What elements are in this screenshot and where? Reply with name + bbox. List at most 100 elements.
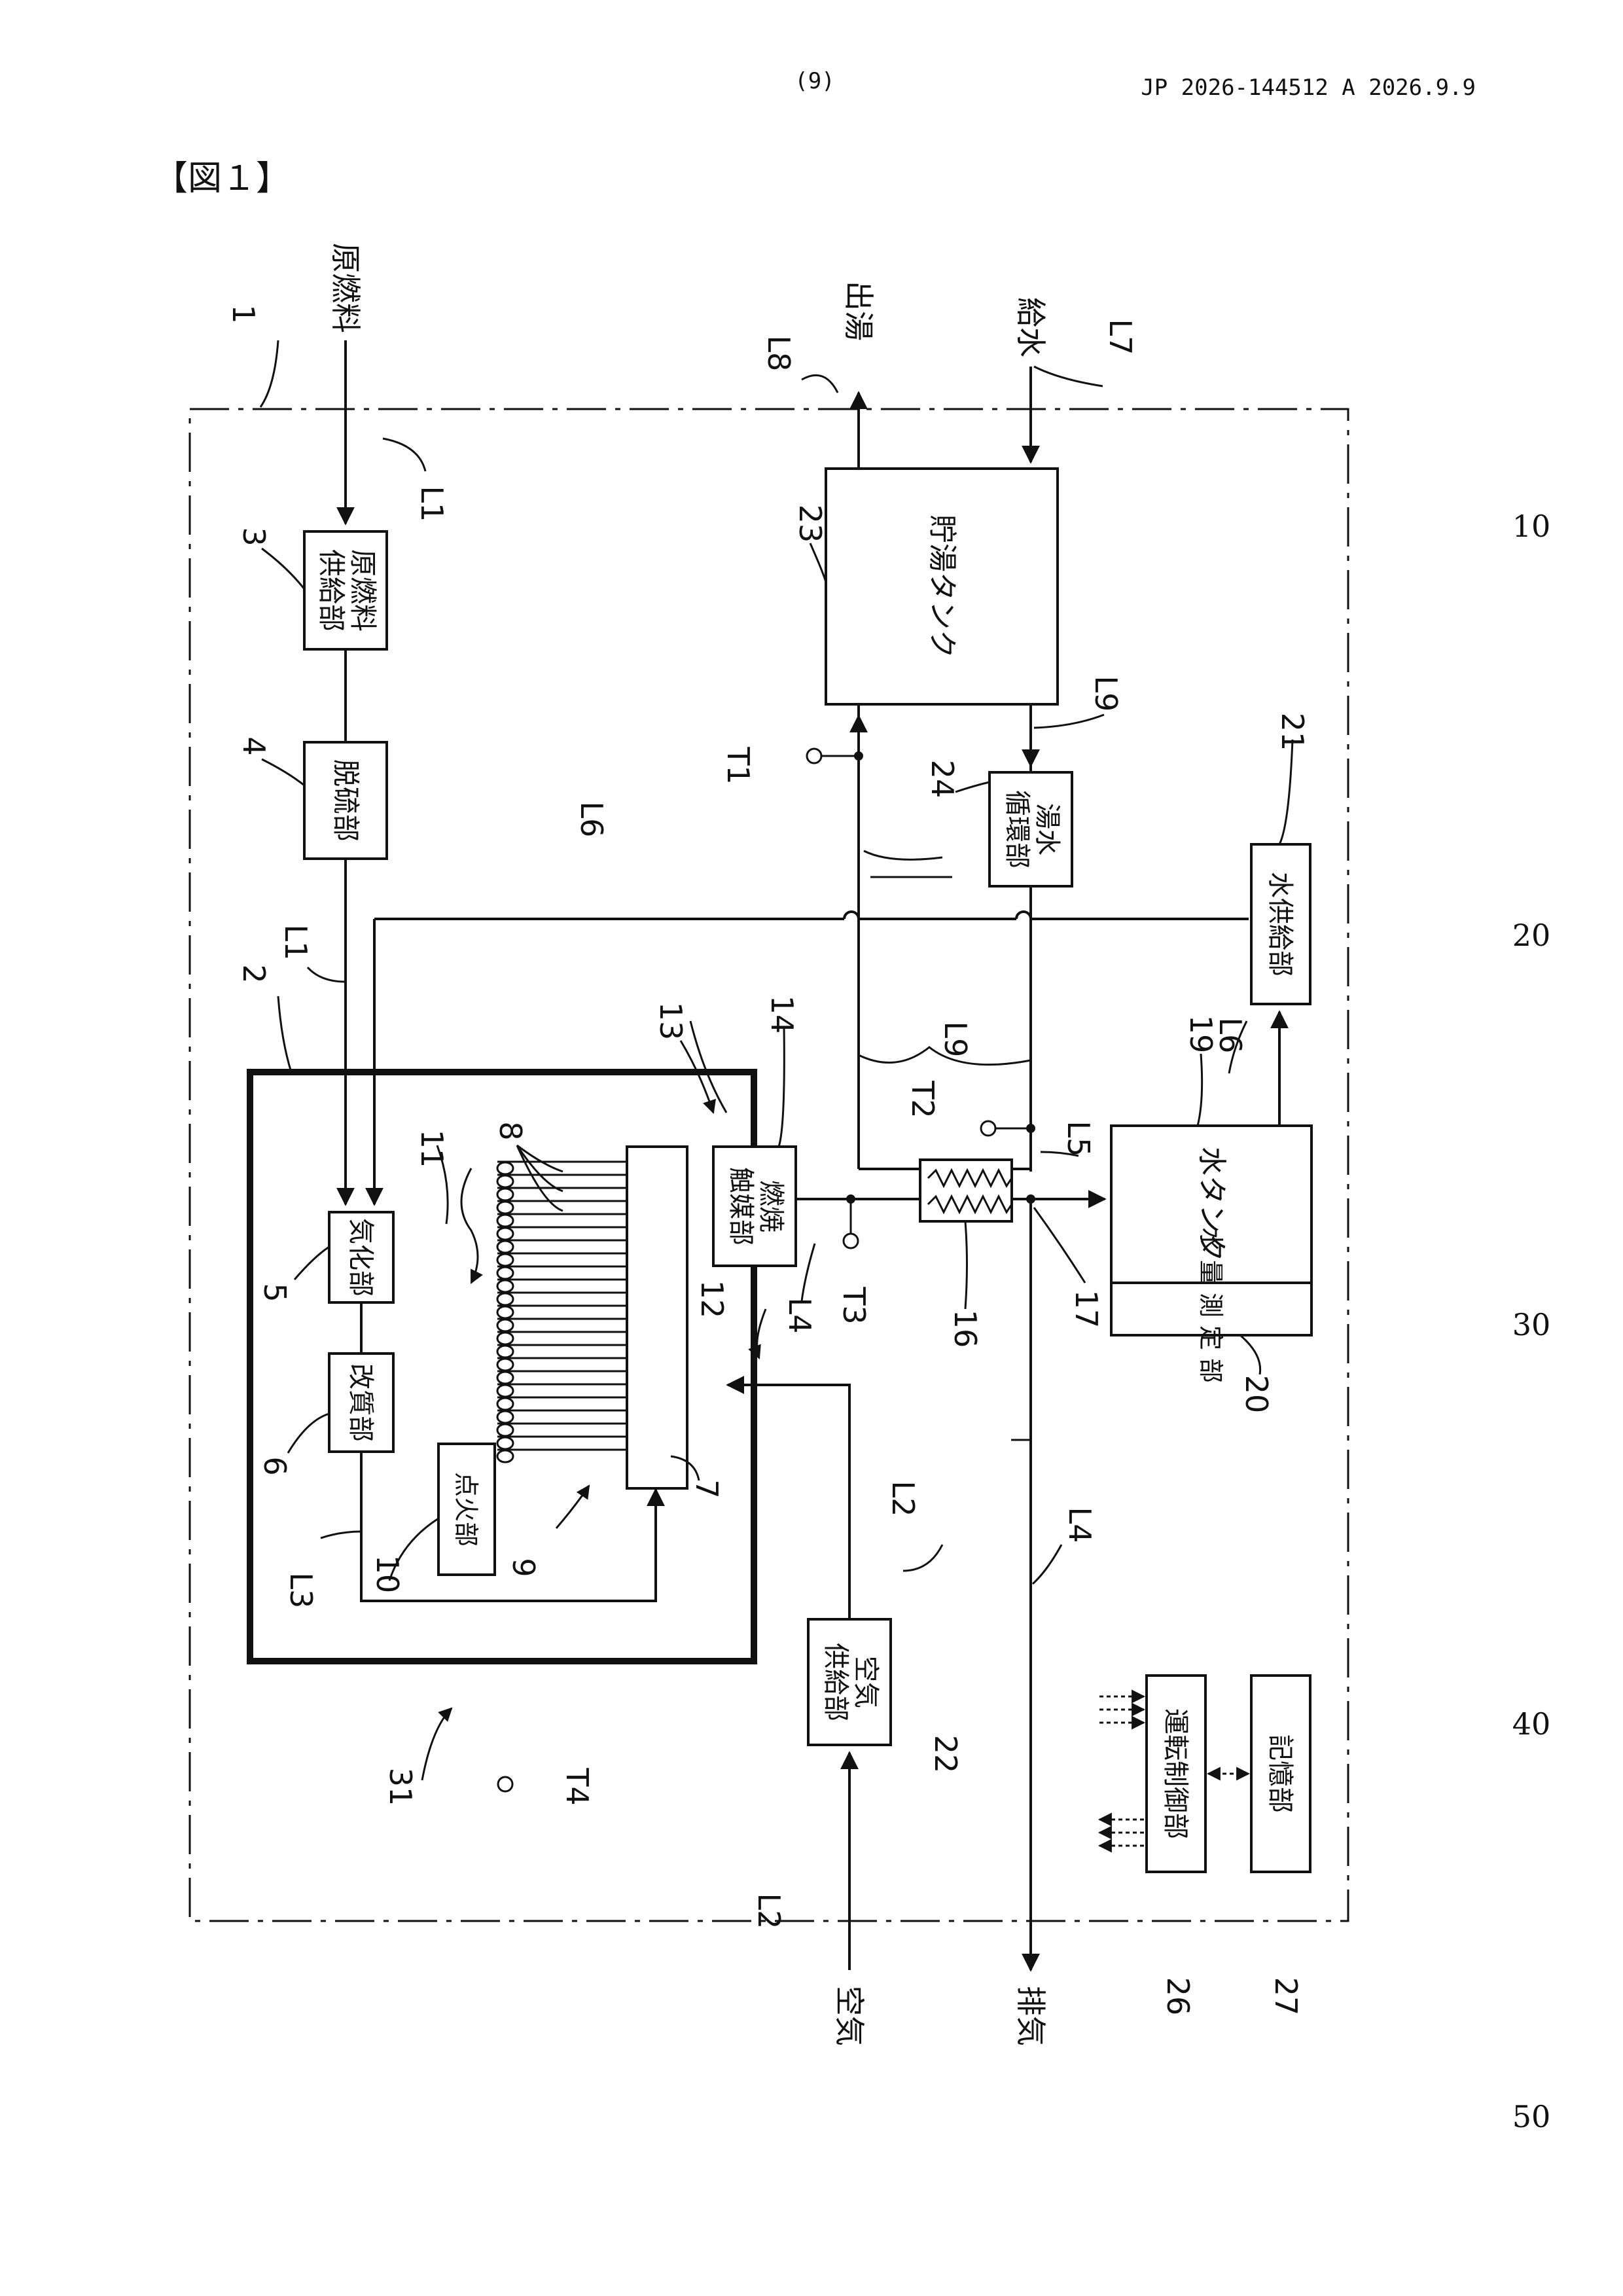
ref-numeral: 9: [506, 1558, 541, 1577]
line-label-l2: L2: [885, 1481, 921, 1517]
sensor-t1: [807, 749, 821, 763]
margin-line-number: 10: [1512, 509, 1551, 544]
svg-text:原燃料: 原燃料: [347, 549, 379, 632]
cell-end: [497, 1385, 513, 1397]
cell-end: [497, 1346, 513, 1357]
ref-numeral: 20: [1239, 1375, 1274, 1414]
cell-end: [497, 1280, 513, 1292]
ref-numeral: 2: [236, 964, 272, 983]
svg-text:水供給部: 水供給部: [1265, 872, 1295, 977]
cell-end: [497, 1398, 513, 1410]
margin-line-number: 20: [1512, 918, 1551, 953]
line-label-l4: L4: [1062, 1507, 1097, 1543]
cell-end: [497, 1241, 513, 1253]
desulfurizer-box: 脱硫部: [304, 742, 387, 859]
water-supply-label: 給水: [1013, 297, 1048, 357]
cell-end: [497, 1411, 513, 1423]
hot-water-tank-box: 貯湯タンク: [826, 469, 1058, 704]
cell-end: [497, 1254, 513, 1266]
cell-end: [497, 1189, 513, 1200]
cell-end: [497, 1450, 513, 1462]
hot-water-circulation-box: 湯水 循環部: [990, 772, 1072, 886]
line-label-l8: L8: [761, 336, 796, 372]
line-label-l1: L1: [414, 486, 450, 522]
svg-text:空気: 空気: [851, 1656, 881, 1708]
cell-end: [497, 1215, 513, 1227]
cell-end: [497, 1202, 513, 1213]
ref-numeral: 3: [236, 527, 272, 546]
cell-end: [497, 1228, 513, 1240]
ref-numeral: 17: [1069, 1290, 1104, 1329]
exhaust-label: 排気: [1013, 1986, 1048, 2046]
margin-line-number: 50: [1512, 2099, 1551, 2134]
sensor-label-t1: T1: [721, 746, 756, 784]
leader-lines: [260, 340, 1293, 1584]
ref-numeral: 5: [257, 1283, 293, 1302]
air-supply-box: 空気 供給部: [808, 1619, 891, 1745]
memory-box: 記憶部: [1251, 1676, 1310, 1872]
ref-numeral: 23: [793, 505, 828, 543]
line-label-l9: L9: [938, 1022, 973, 1058]
svg-text:触媒部: 触媒部: [726, 1167, 756, 1246]
igniter-box: 点火部: [438, 1444, 495, 1575]
cell-end: [497, 1359, 513, 1371]
sensor-t3: [844, 1234, 858, 1248]
cell-end: [497, 1333, 513, 1344]
hot-water-out-label: 出湯: [841, 281, 876, 341]
air-label: 空気: [832, 1986, 867, 2046]
svg-text:気化部: 気化部: [346, 1218, 376, 1297]
svg-text:点火部: 点火部: [452, 1472, 480, 1547]
water-feeder-box: 水供給部: [1251, 844, 1310, 1004]
ref-numeral: 31: [383, 1768, 418, 1806]
ref-numeral: 26: [1160, 1977, 1196, 2016]
vaporizer-box: 気化部: [329, 1212, 393, 1302]
svg-text:燃焼: 燃焼: [756, 1180, 786, 1232]
combustion-catalyst-box: 燃焼 触媒部: [713, 1147, 796, 1266]
ref-numeral: 13: [653, 1002, 688, 1041]
ref-numeral: 6: [257, 1456, 293, 1475]
line-label-l4: L4: [782, 1298, 817, 1334]
cell-end: [497, 1175, 513, 1187]
operation-controller-box: 運転制御部: [1147, 1676, 1205, 1872]
line-label-l9: L9: [1088, 676, 1124, 712]
ref-numeral: 11: [414, 1130, 450, 1168]
raw-fuel-label: 原燃料: [328, 243, 363, 333]
svg-text:貯湯タンク: 貯湯タンク: [925, 514, 959, 658]
svg-text:供給部: 供給部: [821, 1643, 851, 1721]
ref-numeral: 27: [1268, 1977, 1304, 2016]
ref-numeral: 14: [764, 996, 800, 1034]
ref-numeral: 1: [226, 304, 261, 323]
line-label-l6: L6: [574, 802, 609, 838]
svg-text:循環部: 循環部: [1002, 790, 1032, 869]
svg-text:供給部: 供給部: [315, 549, 348, 632]
cell-end: [497, 1437, 513, 1449]
ref-numeral: 24: [925, 760, 960, 798]
ref-numeral: 21: [1275, 713, 1310, 751]
ref-numeral: 22: [928, 1735, 963, 1774]
cell-end: [497, 1162, 513, 1174]
svg-text:運転制御部: 運転制御部: [1160, 1708, 1190, 1839]
page-number: (9): [794, 68, 834, 94]
ref-numeral: 16: [948, 1310, 983, 1348]
water-level-meter-label: 水量測定部: [1196, 1227, 1225, 1391]
line-label-l2: L2: [751, 1893, 787, 1929]
sensor-label-t2: T2: [905, 1080, 940, 1118]
svg-text:脱硫部: 脱硫部: [330, 759, 362, 842]
svg-text:改質部: 改質部: [346, 1363, 376, 1442]
line-label-l1: L1: [278, 925, 313, 961]
cell-end: [497, 1424, 513, 1436]
raw-fuel-supply-box: 原燃料 供給部: [304, 531, 387, 649]
ref-numeral: 4: [236, 736, 272, 755]
margin-line-number: 30: [1512, 1307, 1551, 1342]
line-label-l3: L3: [283, 1573, 319, 1609]
controller-signal-arrows: [1099, 1696, 1144, 1846]
ref-numeral: 12: [694, 1280, 730, 1319]
figure-label: 【図１】: [154, 159, 290, 198]
sensor-label-t3: T3: [836, 1286, 872, 1324]
ref-numeral: 19: [1183, 1015, 1219, 1054]
cell-end: [497, 1293, 513, 1305]
cell-end: [497, 1306, 513, 1318]
svg-text:湯水: 湯水: [1032, 803, 1062, 855]
cell-stack: [497, 1147, 687, 1488]
